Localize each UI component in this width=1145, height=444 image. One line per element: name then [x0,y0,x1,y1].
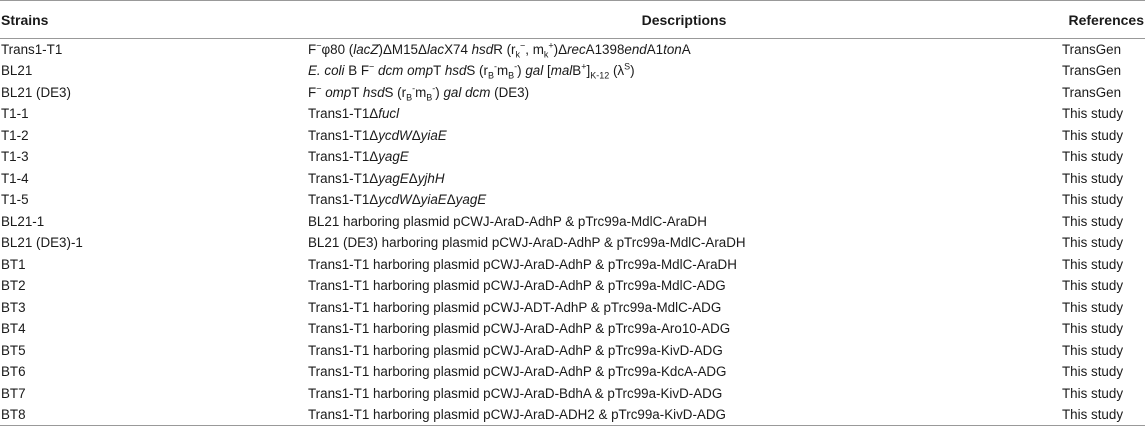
strain-cell: BL21 (DE3) [1,84,71,100]
strain-cell: T1-1 [1,106,29,122]
strain-cell: T1-3 [1,149,29,165]
reference-cell: This study [1062,235,1124,251]
reference-cell: This study [1060,404,1145,426]
table-row: T1-5 Trans1-T1ΔycdWΔyiaEΔyagE This study [0,189,1145,211]
reference-cell: This study [1062,213,1124,229]
description-cell: BL21 harboring plasmid pCWJ-AraD-AdhP & … [308,213,707,229]
strain-cell: BT6 [1,364,26,380]
description-cell: Trans1-T1ΔyagE [308,149,409,165]
table-row: BT3 Trans1-T1 harboring plasmid pCWJ-ADT-… [0,297,1145,319]
strains-table: Strains Descriptions References Trans1-T… [0,0,1145,426]
reference-cell: This study [1062,385,1124,401]
description-cell: E. coli B F− dcm ompT hsdS (rB-mB-) gal … [308,61,635,81]
reference-cell: This study [1062,256,1124,272]
description-cell: F−φ80 (lacZ)ΔM15ΔlacX74 hsdR (rk−, mk+)Δ… [308,40,691,60]
strain-cell: BT4 [1,321,26,337]
reference-cell: This study [1062,192,1124,208]
strain-cell: BL21 (DE3)-1 [1,235,83,251]
description-cell: Trans1-T1ΔyagEΔyjhH [308,170,445,186]
strain-cell: BT1 [1,256,26,272]
description-cell: F− ompT hsdS (rB-mB-) gal dcm (DE3) [308,83,530,103]
strain-cell: BL21 [1,63,33,79]
table-row: BT6 Trans1-T1 harboring plasmid pCWJ-AraD… [0,361,1145,383]
strain-cell: BT2 [1,278,26,294]
description-cell: Trans1-T1ΔycdWΔyiaE [308,127,447,143]
description-cell: Trans1-T1 harboring plasmid pCWJ-AraD-Ad… [308,278,726,294]
strain-cell: BT7 [1,385,26,401]
reference-cell: This study [1062,106,1124,122]
reference-cell: This study [1062,321,1124,337]
table-row: BT4 Trans1-T1 harboring plasmid pCWJ-AraD… [0,318,1145,340]
description-cell: Trans1-T1 harboring plasmid pCWJ-AraD-Bd… [308,385,723,401]
header-references: References [1060,0,1145,39]
strain-cell: Trans1-T1 [1,42,63,57]
description-cell: Trans1-T1 harboring plasmid pCWJ-AraD-Ad… [308,364,727,380]
reference-cell: This study [1062,127,1124,143]
reference-cell: This study [1062,364,1124,380]
reference-cell: TransGen [1062,63,1122,79]
table-row: BT5 Trans1-T1 harboring plasmid pCWJ-AraD… [0,340,1145,362]
reference-cell: This study [1062,299,1124,315]
table-row: BL21 E. coli B F− dcm ompT hsdS (rB-mB-) … [0,60,1145,82]
strain-cell: T1-5 [1,192,29,208]
table-row: BT2 Trans1-T1 harboring plasmid pCWJ-AraD… [0,275,1145,297]
table-row: BL21 (DE3)-1 BL21 (DE3) harboring plasmid… [0,232,1145,254]
table-row: T1-4 Trans1-T1ΔyagEΔyjhH This study [0,168,1145,190]
table-row: T1-2 Trans1-T1ΔycdWΔyiaE This study [0,125,1145,147]
header-strains: Strains [0,0,308,39]
table-row: T1-1 Trans1-T1Δfucl This study [0,103,1145,125]
description-cell: Trans1-T1 harboring plasmid pCWJ-ADT-Adh… [308,299,722,315]
table-row: T1-3 Trans1-T1ΔyagE This study [0,146,1145,168]
table-row: BL21-1 BL21 harboring plasmid pCWJ-AraD-A… [0,211,1145,233]
reference-cell: This study [1062,342,1124,358]
strain-cell: BT3 [1,299,26,315]
description-cell: Trans1-T1Δfucl [308,106,400,122]
table-header-row: Strains Descriptions References [0,0,1145,39]
table-row: BT1 Trans1-T1 harboring plasmid pCWJ-AraD… [0,254,1145,276]
reference-cell: TransGen [1062,42,1122,57]
strain-cell: T1-4 [1,170,29,186]
strain-cell: BT5 [1,342,26,358]
table-row: Trans1-T1 F−φ80 (lacZ)ΔM15ΔlacX74 hsdR (r… [0,39,1145,61]
reference-cell: This study [1062,170,1124,186]
strain-cell: T1-2 [1,127,29,143]
description-cell: Trans1-T1 harboring plasmid pCWJ-AraD-Ad… [308,321,731,337]
table-row: BL21 (DE3) F− ompT hsdS (rB-mB-) gal dcm … [0,82,1145,104]
table-row: BT7 Trans1-T1 harboring plasmid pCWJ-AraD… [0,383,1145,405]
description-cell: Trans1-T1 harboring plasmid pCWJ-AraD-Ad… [308,342,723,358]
reference-cell: This study [1062,278,1124,294]
strain-cell: BL21-1 [1,213,45,229]
description-cell: Trans1-T1 harboring plasmid pCWJ-AraD-Ad… [308,256,737,272]
header-descriptions: Descriptions [308,0,1060,39]
description-cell: Trans1-T1ΔycdWΔyiaEΔyagE [308,192,487,208]
description-cell: Trans1-T1 harboring plasmid pCWJ-AraD-AD… [308,404,1060,426]
reference-cell: TransGen [1062,84,1122,100]
description-cell: BL21 (DE3) harboring plasmid pCWJ-AraD-A… [308,235,746,251]
strain-cell: BT8 [0,404,308,426]
reference-cell: This study [1062,149,1124,165]
